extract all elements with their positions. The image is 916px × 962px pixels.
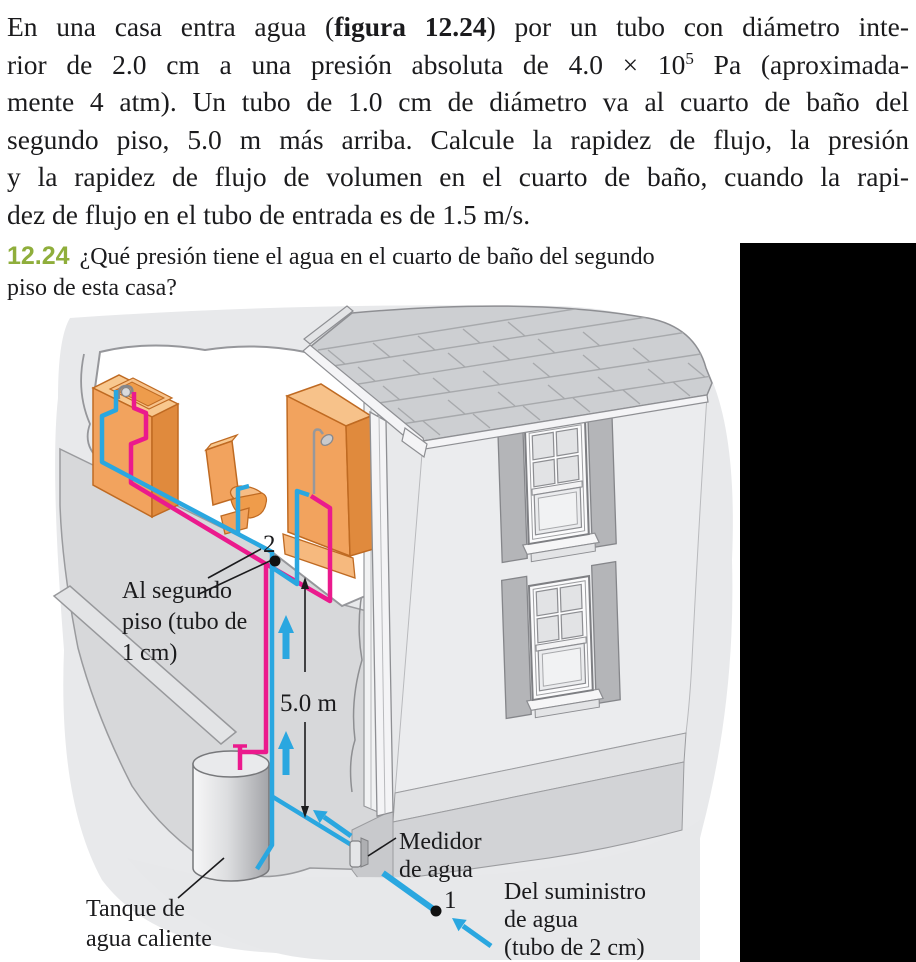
caption-line-2: piso de esta casa? [7,275,177,301]
house-plumbing-diagram: 2 1 5.0 m Al segundo piso (tubo de 1 cm)… [52,305,733,961]
ground [127,820,700,960]
exponent: 5 [685,48,694,68]
svg-text:(tubo de 2 cm): (tubo de 2 cm) [504,935,645,961]
redaction-box [740,243,916,962]
flow-arrow-up-2 [278,731,294,775]
caption-line-1: 12.24¿Qué presión tiene el agua en el cu… [7,242,655,270]
faucet-icon [117,384,134,400]
problem-text: En una casa entra agua (figura 12.24) po… [7,8,909,233]
tank-label: Tanque de agua caliente [86,896,212,952]
hot-water-tank [192,750,270,882]
roof-gable-trim [303,305,354,345]
problem-line-4: segundo piso, 5.0 m más arriba. Calcule … [7,123,909,155]
figure-number: 12.24 [7,242,70,270]
window-lower [500,560,622,724]
supply-label: Del suministro de agua (tubo de 2 cm) [504,879,646,961]
svg-text:piso (tubo de: piso (tubo de [122,609,247,635]
svg-text:Al segundo: Al segundo [122,578,232,604]
flow-arrow-basement [313,810,353,839]
corner-trim [369,410,394,817]
leader-tank [177,857,225,899]
point-2-label: 2 [263,531,276,558]
basement-beam [52,585,238,745]
svg-text:1 cm): 1 cm) [122,640,177,666]
meter-label: Medidor de agua [399,829,482,883]
flow-arrow-supply [452,918,493,949]
figure-caption: 12.24¿Qué presión tiene el agua en el cu… [7,241,739,304]
svg-text:Tanque de: Tanque de [86,896,185,922]
leader-second-floor-b [198,559,273,595]
flow-arrows [278,615,493,949]
leader-meter [367,837,397,857]
flow-arrow-up-1 [278,615,294,659]
cold-pipe [99,390,438,914]
svg-text:de agua: de agua [399,857,473,883]
problem-line-1: En una casa entra agua (figura 12.24) po… [7,11,909,42]
leader-lines [177,548,397,899]
roof-eave-return [401,426,428,459]
problem-line-2: rior de 2.0 cm a una presión absoluta de… [7,48,910,80]
torn-wall-detail [80,353,102,462]
point-1-dot [430,905,442,917]
water-meter [349,837,369,868]
problem-line-5: y la rapidez de flujo de volumen en el c… [7,161,909,192]
point-2-dot [269,555,281,567]
leader-second-floor-a [207,548,262,579]
point-1-label: 1 [444,887,457,914]
problem-line-3: mente 4 atm). Un tubo de 1.0 cm de diáme… [7,86,909,117]
svg-text:agua caliente: agua caliente [86,926,212,952]
shower-stall [282,383,378,579]
roof [302,305,713,459]
roof-shingle-grid [317,306,712,436]
figure-reference: figura 12.24 [334,11,487,42]
dimension-line [301,577,309,818]
svg-text:Medidor: Medidor [399,829,482,855]
height-label: 5.0 m [280,690,338,717]
broken-wall-edge-line [349,577,366,793]
svg-text:Del suministro: Del suministro [504,879,646,905]
shower-head-icon [312,428,334,494]
second-floor-pipe-label: Al segundo piso (tubo de 1 cm) [122,578,247,666]
svg-text:de agua: de agua [504,907,578,933]
problem-line-6: dez de flujo en el tubo de entrada es de… [7,198,531,230]
